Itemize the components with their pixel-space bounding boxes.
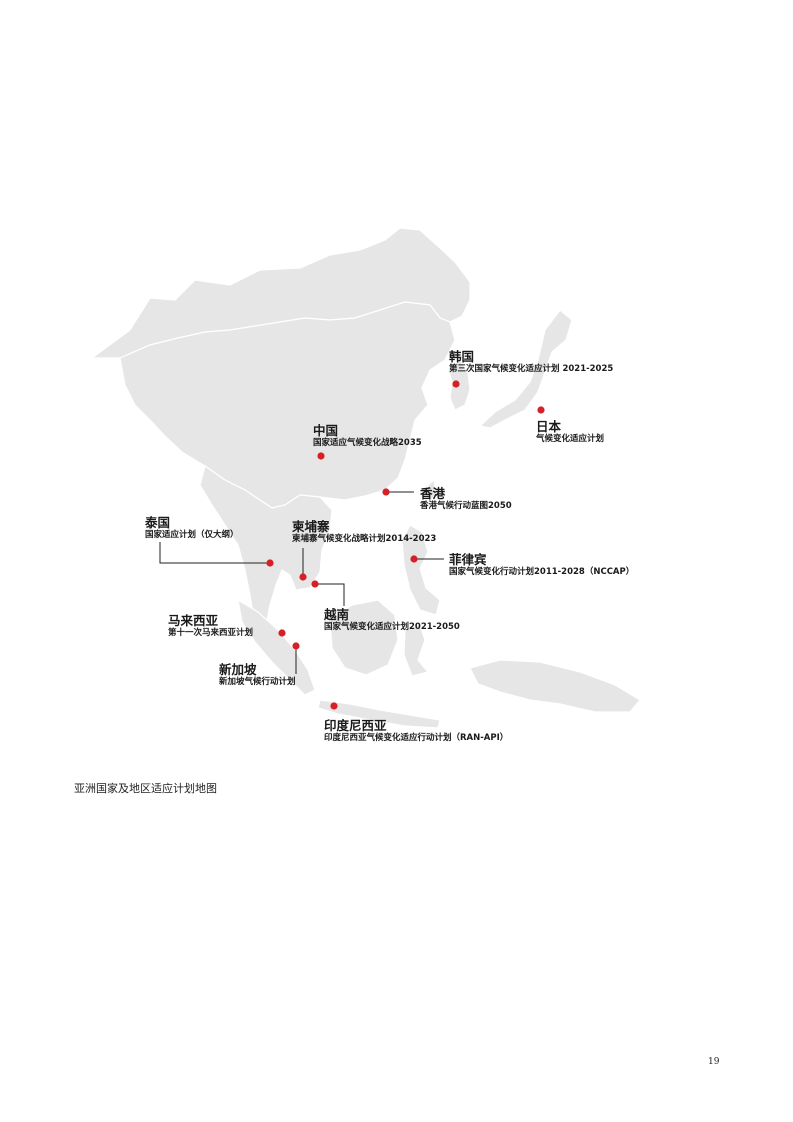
leader-thailand bbox=[159, 542, 270, 564]
marker-indonesia[interactable] bbox=[330, 702, 338, 710]
land-newguinea bbox=[469, 659, 641, 713]
marker-vietnam[interactable] bbox=[311, 580, 319, 588]
land-java bbox=[317, 699, 441, 729]
label-indonesia: 印度尼西亚 印度尼西亚气候变化适应行动计划（RAN-API） bbox=[324, 718, 508, 744]
label-china: 中国 国家适应气候变化战略2035 bbox=[313, 423, 422, 449]
label-japan-name: 日本 bbox=[536, 419, 562, 434]
label-hongkong-name: 香港 bbox=[420, 486, 446, 501]
land-borneo bbox=[329, 599, 399, 676]
label-cambodia-name: 柬埔寨 bbox=[292, 519, 330, 534]
land-sulawesi bbox=[403, 624, 430, 677]
land-japan bbox=[478, 309, 573, 429]
label-thailand: 泰国 国家适应计划（仅大纲） bbox=[145, 515, 239, 541]
marker-china[interactable] bbox=[317, 452, 325, 460]
marker-thailand[interactable] bbox=[266, 559, 274, 567]
label-hongkong: 香港 香港气候行动蓝图2050 bbox=[420, 486, 512, 512]
label-singapore-name: 新加坡 bbox=[219, 662, 257, 677]
label-thailand-plan: 国家适应计划（仅大纲） bbox=[145, 530, 239, 540]
leader-vietnam bbox=[315, 583, 345, 606]
label-thailand-name: 泰国 bbox=[145, 515, 171, 530]
land-indochina bbox=[199, 465, 333, 647]
label-malaysia-plan: 第十一次马来西亚计划 bbox=[168, 628, 254, 638]
label-cambodia-plan: 柬埔寨气候变化战略计划2014-2023 bbox=[292, 534, 437, 544]
label-indonesia-plan: 印度尼西亚气候变化适应行动计划（RAN-API） bbox=[324, 733, 509, 743]
marker-malaysia[interactable] bbox=[278, 629, 286, 637]
label-vietnam-name: 越南 bbox=[324, 607, 350, 622]
label-vietnam: 越南 国家气候变化适应计划2021-2050 bbox=[324, 607, 460, 633]
land-taiwan bbox=[425, 478, 437, 504]
label-japan-plan: 气候变化适应计划 bbox=[536, 434, 605, 444]
label-philippines: 菲律宾 国家气候变化行动计划2011-2028（NCCAP） bbox=[449, 552, 634, 578]
label-china-name: 中国 bbox=[313, 423, 339, 438]
label-cambodia: 柬埔寨 柬埔寨气候变化战略计划2014-2023 bbox=[292, 519, 436, 545]
label-vietnam-plan: 国家气候变化适应计划2021-2050 bbox=[324, 622, 460, 632]
label-malaysia-name: 马来西亚 bbox=[168, 613, 219, 628]
label-korea-plan: 第三次国家气候变化适应计划 2021-2025 bbox=[449, 364, 614, 374]
marker-cambodia[interactable] bbox=[299, 573, 307, 581]
label-singapore-plan: 新加坡气候行动计划 bbox=[219, 677, 296, 687]
label-hongkong-plan: 香港气候行动蓝图2050 bbox=[420, 501, 512, 511]
page-number: 19 bbox=[708, 1057, 720, 1067]
label-singapore: 新加坡 新加坡气候行动计划 bbox=[219, 662, 296, 688]
label-korea-name: 韩国 bbox=[449, 349, 475, 364]
marker-philippines[interactable] bbox=[410, 555, 418, 563]
label-china-plan: 国家适应气候变化战略2035 bbox=[313, 438, 422, 448]
label-korea: 韩国 第三次国家气候变化适应计划 2021-2025 bbox=[449, 349, 613, 375]
marker-hongkong[interactable] bbox=[382, 488, 390, 496]
label-philippines-plan: 国家气候变化行动计划2011-2028（NCCAP） bbox=[449, 567, 635, 577]
label-philippines-name: 菲律宾 bbox=[449, 552, 487, 567]
label-japan: 日本 气候变化适应计划 bbox=[536, 419, 604, 445]
figure-caption: 亚洲国家及地区适应计划地图 bbox=[74, 782, 217, 795]
marker-korea[interactable] bbox=[452, 380, 460, 388]
label-indonesia-name: 印度尼西亚 bbox=[324, 718, 387, 733]
marker-singapore[interactable] bbox=[292, 642, 300, 650]
marker-japan[interactable] bbox=[537, 406, 545, 414]
land-philippines bbox=[401, 524, 441, 616]
label-malaysia: 马来西亚 第十一次马来西亚计划 bbox=[168, 613, 253, 639]
